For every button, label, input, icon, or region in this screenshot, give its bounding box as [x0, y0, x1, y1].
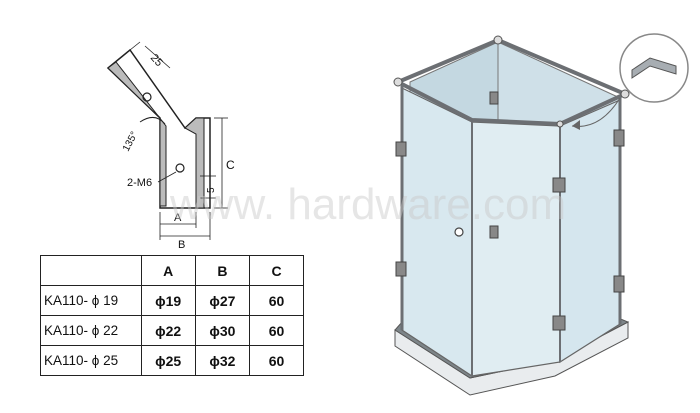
- table-cell: ϕ19: [140, 285, 196, 316]
- mounting-hole: [175, 163, 185, 173]
- table-cell: 60: [249, 285, 304, 316]
- table-cell-model: KA110- ϕ 19: [40, 285, 142, 316]
- hinge-clamp: [395, 141, 407, 157]
- spec-table: A B C KA110- ϕ 19 ϕ19 ϕ27 60 KA110- ϕ 22…: [40, 255, 304, 376]
- hinge-clamp: [613, 129, 625, 147]
- table-cell-model: KA110- ϕ 25: [40, 345, 142, 376]
- table-cell: 60: [249, 345, 304, 376]
- table-cell: ϕ27: [194, 285, 251, 316]
- dim-label-c: C: [226, 158, 235, 172]
- hinge-clamp: [613, 275, 625, 293]
- table-row: KA110- ϕ 25 ϕ25 ϕ32 60: [40, 345, 304, 376]
- table-cell: ϕ30: [194, 315, 251, 346]
- hinge-clamp: [395, 261, 407, 277]
- connector-detail-icon: [631, 57, 677, 79]
- connector-technical-drawing: 25 135° C 5 2-M6 A B: [106, 41, 235, 250]
- watermark-text: www. hardware.com: [170, 180, 567, 229]
- table-header-cell: B: [194, 255, 251, 286]
- hinge-clamp: [489, 225, 499, 239]
- table-header-cell: [40, 255, 142, 286]
- table-row: KA110- ϕ 22 ϕ22 ϕ30 60: [40, 315, 304, 346]
- table-cell: ϕ25: [140, 345, 196, 376]
- connector-wall-hatch: [107, 61, 167, 207]
- table-cell: ϕ22: [140, 315, 196, 346]
- table-header-row: A B C: [40, 255, 304, 286]
- mounting-hole: [142, 92, 152, 102]
- detail-callout-circle: [619, 33, 689, 103]
- table-header-cell: C: [249, 255, 304, 286]
- dim-label-a: A: [174, 212, 182, 224]
- hinge-clamp: [552, 177, 566, 193]
- glass-front-panel-right: [559, 99, 621, 364]
- hinge-clamp: [552, 315, 566, 331]
- table-cell: 60: [249, 315, 304, 346]
- table-row: KA110- ϕ 19 ϕ19 ϕ27 60: [40, 285, 304, 316]
- table-cell: ϕ32: [194, 345, 251, 376]
- dim-label-b: B: [178, 239, 185, 250]
- door-knob: [454, 227, 464, 237]
- dim-label-5: 5: [206, 187, 217, 193]
- glass-door: [471, 121, 561, 377]
- dim-label-hole: 2-M6: [127, 177, 152, 189]
- hinge-clamp: [489, 91, 499, 105]
- top-frame-rail: [393, 37, 630, 127]
